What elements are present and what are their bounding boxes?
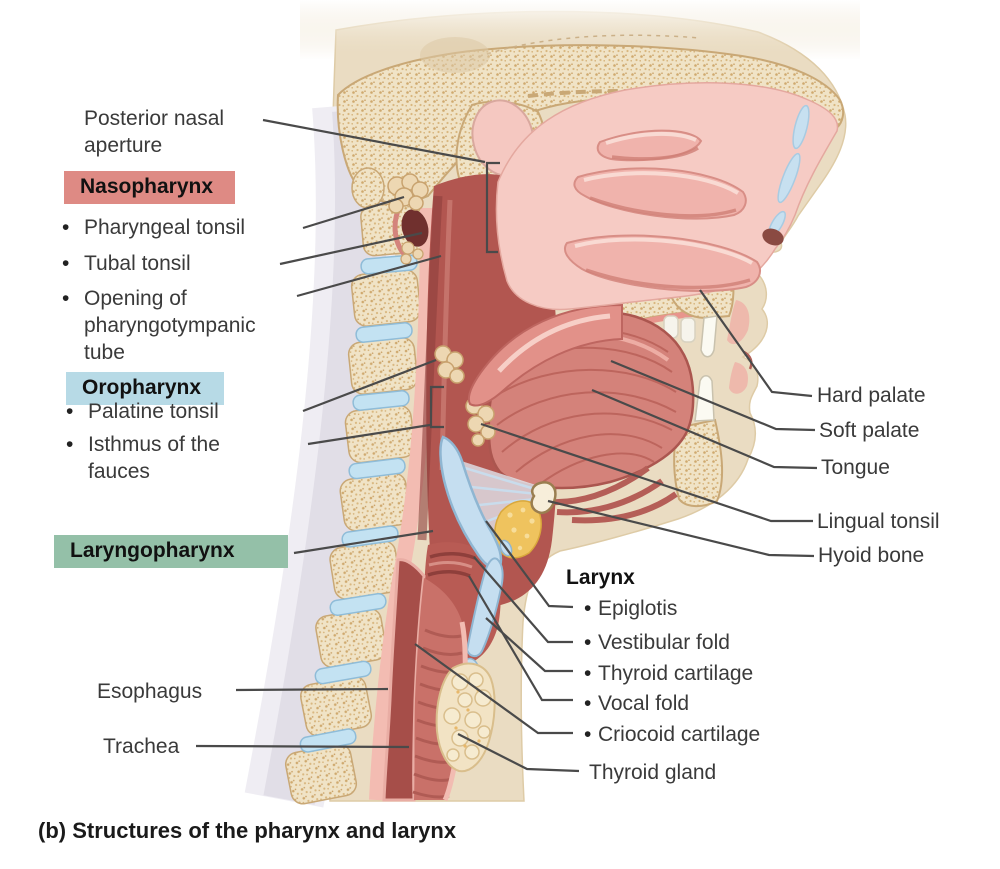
upper-lip-inner [727, 300, 750, 345]
oral-cavity [465, 259, 753, 524]
soft-palate-shape [468, 303, 623, 407]
figure-caption: (b) Structures of the pharynx and larynx [38, 818, 457, 843]
label-criocoid-cartilage: Criocoid cartilage [584, 721, 760, 748]
thyrohyoid-membrane [452, 458, 542, 554]
laryngopharynx-header: Laryngopharynx [54, 535, 288, 568]
label-thyroid-cartilage: Thyroid cartilage [584, 660, 753, 687]
label-hyoid-bone: Hyoid bone [818, 544, 925, 567]
nasal-conchae [563, 129, 761, 292]
suture-line [469, 34, 701, 61]
thyroid-cartilage-shape [465, 557, 504, 658]
hyoid-bone-shape [530, 481, 557, 514]
label-tubal-tonsil: Tubal tonsil [62, 250, 191, 277]
label-esophagus: Esophagus [97, 680, 203, 703]
label-epiglotis: Epiglotis [584, 595, 677, 622]
tubal-tonsil [400, 241, 424, 265]
bracket-isthmus [429, 385, 444, 429]
pharyngotympanic-opening [401, 209, 429, 247]
nostril [762, 228, 784, 246]
nasal-cavity [495, 82, 839, 311]
vocal-fold-line [427, 570, 471, 578]
bracket-posterior-nasal-aperture [485, 161, 500, 254]
label-posterior-nasal-aperture: Posterior nasal aperture [84, 107, 225, 157]
palatine-tonsil [434, 345, 465, 384]
vestibular-fold-line [429, 552, 476, 560]
label-opening-pharyngotympanic-tube: Opening of pharyngotympanic tube [62, 285, 272, 366]
prevertebral-muscle [369, 207, 436, 801]
label-pharyngeal-tonsil: Pharyngeal tonsil [62, 214, 245, 241]
larynx-region [402, 435, 557, 796]
intervertebral-discs [299, 254, 418, 753]
upper-incisor [700, 315, 718, 358]
mandible [673, 418, 724, 507]
larynx-header: Larynx [566, 566, 635, 589]
label-vocal-fold: Vocal fold [584, 690, 689, 717]
upper-teeth [663, 315, 696, 343]
label-soft-palate: Soft palate [819, 419, 920, 442]
label-lingual-tonsil: Lingual tonsil [817, 510, 940, 533]
lower-lip-inner [729, 362, 748, 394]
label-vestibular-fold: Vestibular fold [584, 629, 730, 656]
label-isthmus-of-the-fauces: Isthmus of the fauces [66, 431, 246, 485]
label-palatine-tonsil: Palatine tonsil [66, 398, 219, 425]
label-tongue: Tongue [821, 456, 890, 479]
esophagus-tube [382, 558, 426, 802]
label-hard-palate: Hard palate [817, 384, 926, 407]
nasopharynx-header: Nasopharynx [64, 171, 235, 204]
label-thyroid-gland: Thyroid gland [589, 761, 717, 784]
vertebrae [284, 269, 422, 805]
label-trachea: Trachea [103, 735, 180, 758]
leader-lines [195, 118, 818, 773]
